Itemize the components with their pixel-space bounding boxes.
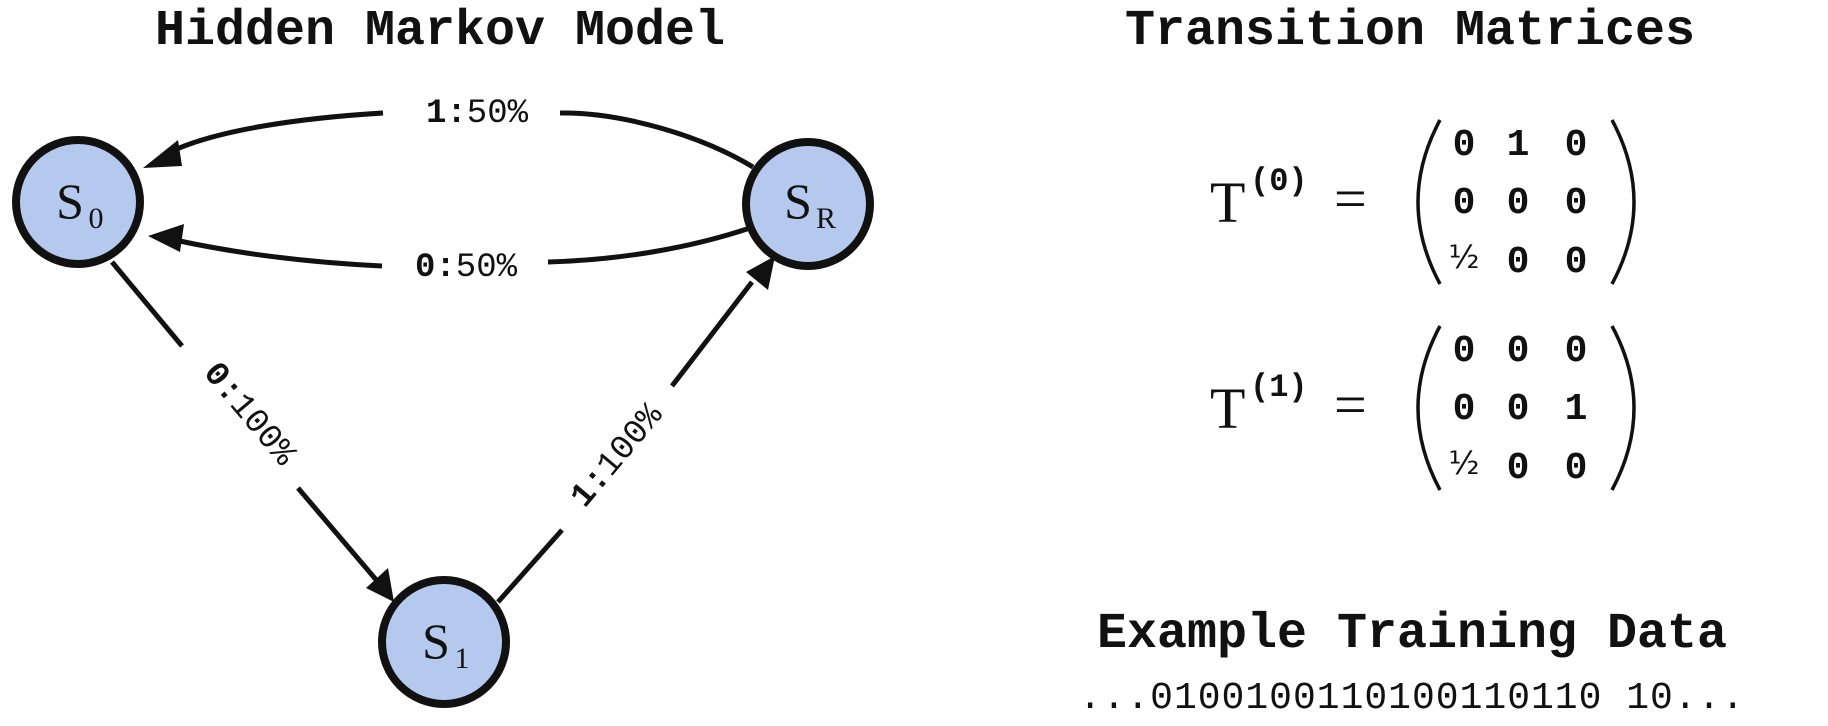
edge-label-s0-s1: 0:100% (194, 356, 302, 475)
matrix-t1-cell: 0 (1507, 388, 1530, 431)
matrix-t1-cell: 0 (1453, 388, 1476, 431)
matrix-t1-letter: T (1210, 376, 1245, 441)
edge-s1-sr-line-a (496, 528, 564, 604)
matrix-t0-cell: ½ (1448, 238, 1479, 276)
matrix-t0-cell: 0 (1453, 124, 1476, 167)
edge-s1-sr-line-b (670, 280, 754, 388)
matrix-t1-cell: 0 (1453, 330, 1476, 373)
edge-label-sr-s0-upper: 1:50% (426, 95, 529, 133)
node-s1-sub: 1 (455, 642, 470, 675)
matrix-t0-left-paren (1416, 119, 1442, 285)
matrix-t0-cell: 1 (1507, 124, 1530, 167)
matrix-t0-cell: 0 (1565, 241, 1588, 284)
training-data-sequence: ...0100100110100110110 10... (1079, 677, 1746, 720)
matrix-t1-sup: (1) (1250, 369, 1308, 406)
edge-sr-s0-lower-line-tail (174, 237, 383, 269)
matrix-t1-cell: 0 (1565, 330, 1588, 373)
edge-sr-s0-lower-line (547, 225, 751, 265)
matrix-t1-right-paren (1610, 325, 1636, 491)
node-sr-sub: R (816, 202, 836, 235)
matrix-t1-equals: = (1334, 372, 1367, 437)
node-s1-letter: S (422, 613, 450, 669)
arrowhead-s1 (366, 568, 394, 602)
matrix-t0-cell: 0 (1453, 182, 1476, 225)
matrix-t1-cell: 0 (1507, 330, 1530, 373)
node-s1-circle (378, 576, 510, 708)
node-s0-circle (12, 136, 144, 268)
matrix-t0-cell: 0 (1507, 241, 1530, 284)
edge-s0-s1-line-b (296, 486, 380, 584)
edge-sr-s0-upper-line (559, 110, 755, 170)
edge-sr-s0-upper-line-tail (166, 110, 384, 156)
matrix-t0-cell: 0 (1565, 124, 1588, 167)
matrix-t1: T (1) = 0 0 0 0 0 1 ½ 0 0 (1210, 325, 1636, 491)
training-data-title: Example Training Data (1097, 606, 1727, 663)
matrix-t0: T (0) = 0 1 0 0 0 0 ½ 0 0 (1210, 119, 1636, 285)
matrix-t0-equals: = (1334, 166, 1367, 231)
hmm-title: Hidden Markov Model (155, 3, 725, 60)
node-s0: S 0 (12, 136, 144, 268)
matrix-t1-cell: 1 (1565, 388, 1588, 431)
edge-label-sr-s0-lower: 0:50% (415, 249, 518, 287)
matrix-t1-left-paren (1416, 325, 1442, 491)
matrices-title: Transition Matrices (1125, 3, 1695, 60)
matrix-t0-sup: (0) (1250, 163, 1308, 200)
node-s0-letter: S (56, 173, 84, 229)
arrowhead-s0-upper (143, 140, 182, 168)
arrowhead-sr (746, 256, 775, 290)
node-s0-sub: 0 (89, 202, 104, 235)
matrix-t1-cell: 0 (1565, 447, 1588, 490)
node-s1: S 1 (378, 576, 510, 708)
matrix-t0-letter: T (1210, 170, 1245, 235)
matrix-t0-right-paren (1610, 119, 1636, 285)
node-sr-circle (742, 138, 874, 270)
arrowhead-s0-lower (148, 224, 184, 252)
edge-label-s1-sr: 1:100% (564, 397, 672, 516)
node-sr-letter: S (784, 173, 812, 229)
matrix-t1-cell: 0 (1507, 447, 1530, 490)
matrix-t1-cell: ½ (1448, 444, 1479, 482)
edge-s0-s1-line-a (110, 260, 184, 348)
matrix-t0-cell: 0 (1507, 182, 1530, 225)
node-sr: S R (742, 138, 874, 270)
matrix-t0-cell: 0 (1565, 182, 1588, 225)
